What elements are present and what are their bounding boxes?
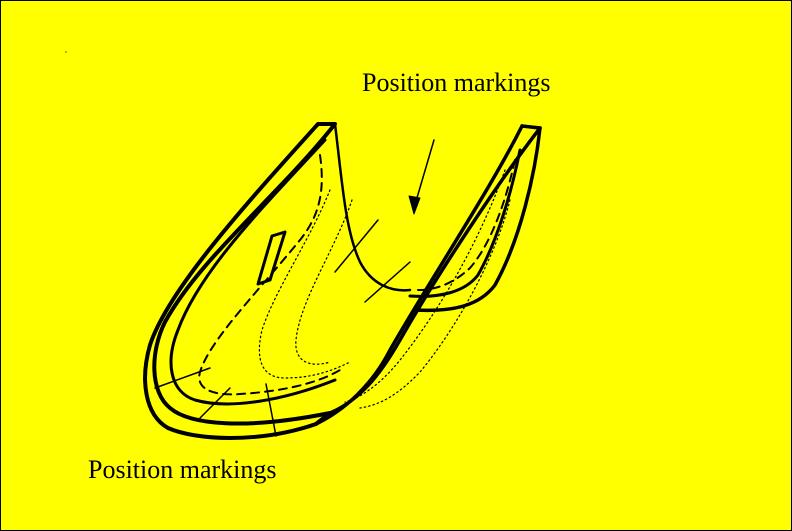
dotted-contour-3	[344, 169, 506, 403]
dashed-seam	[198, 154, 341, 396]
right-wing-underside-inner	[408, 148, 522, 298]
position-marking-tick	[199, 387, 231, 419]
position-marking-tick	[364, 261, 411, 303]
position-markings-label-bottom: Position markings	[88, 455, 277, 484]
dotted-contour-1	[258, 189, 351, 379]
position-marking-tick	[265, 383, 277, 437]
position-marking-tick	[154, 367, 211, 389]
right-wing-underside	[413, 126, 542, 313]
position-marking-tick	[334, 219, 379, 273]
dotted-contour-2	[295, 199, 353, 365]
right-horn-top	[520, 124, 542, 130]
dashed-seam-right	[417, 159, 516, 291]
dotted-contour-4	[359, 199, 511, 409]
inner-trough	[333, 122, 412, 292]
window-opening	[256, 230, 287, 286]
inner-rim	[169, 138, 337, 406]
pointer-arrow-shaft	[413, 139, 435, 209]
front-lip-curve	[328, 126, 542, 415]
pointer-arrow-head	[408, 195, 421, 215]
stray-dot	[65, 51, 67, 53]
position-markings-label-top: Position markings	[362, 68, 551, 97]
front-lip-inner-curve	[314, 124, 524, 426]
